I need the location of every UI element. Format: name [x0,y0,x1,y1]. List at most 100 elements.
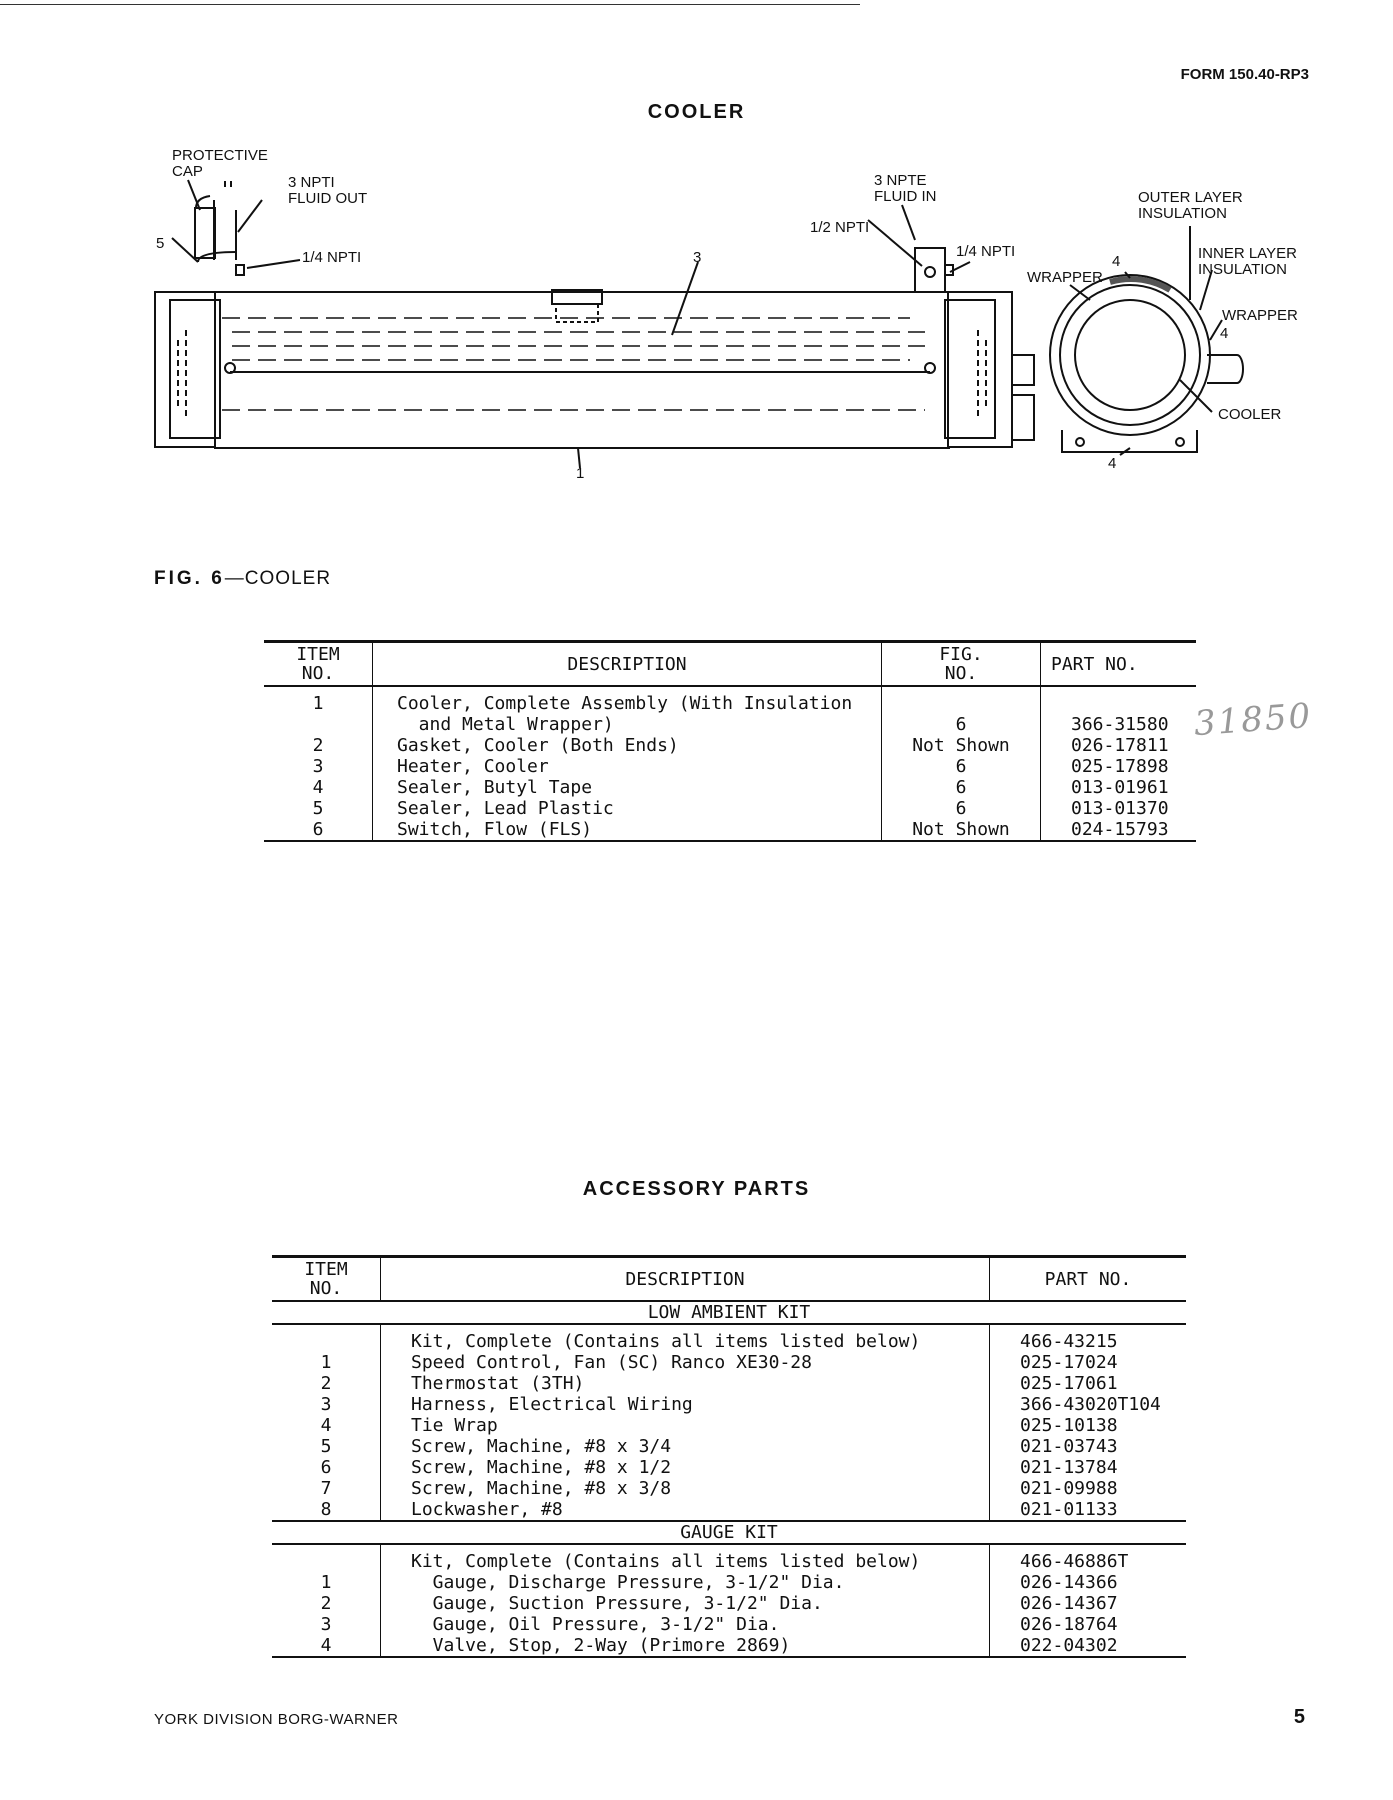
item-number: 1 [272,1352,381,1373]
part-description: Thermostat (3TH) [380,1373,990,1394]
table-row: Kit, Complete (Contains all items listed… [272,1544,1186,1572]
item-4-bottom-label: 4 [1108,455,1117,472]
part-number: 025-17024 [1020,1352,1118,1373]
wrapper-left-label: WRAPPER [1027,269,1103,286]
cooler-end-label: COOLER [1218,406,1282,423]
part-number: 025-17898 [1071,756,1169,777]
cooler-title: COOLER [647,101,746,123]
item-number: 2 [272,1593,381,1614]
item-number: 3 [272,1614,381,1635]
kit-name: GAUGE KIT [272,1521,1186,1545]
item-4-right-label: 4 [1220,325,1229,342]
figure-number-cell: 6 [881,777,1041,798]
part-description: Harness, Electrical Wiring [380,1394,990,1415]
item-number: 1 [272,1572,381,1593]
part-number: 366-31580 [1071,714,1169,735]
table-row: 2 Gauge, Suction Pressure, 3-1/2" Dia.02… [272,1593,1186,1614]
part-number: 026-17811 [1071,735,1169,756]
part-number: 024-15793 [1040,819,1196,842]
item-number: 5 [264,798,373,819]
accessory-title: ACCESSORY PARTS [582,1178,811,1200]
part-description: Gauge, Oil Pressure, 3-1/2" Dia. [380,1614,990,1635]
part-description: Kit, Complete (Contains all items listed… [380,1324,990,1352]
part-description: Screw, Machine, #8 x 3/4 [380,1436,990,1457]
figure-title: —COOLER [224,568,332,589]
fluid-in-label: 3 NPTE FLUID IN [874,172,937,205]
item-number: 3 [272,1394,381,1415]
part-number: 026-14367 [1020,1593,1118,1614]
item-number: 7 [272,1478,381,1499]
part-description: Heater, Cooler [372,756,882,777]
item-number: 8 [272,1499,381,1522]
col-fig-header: FIG. NO. [881,640,1041,687]
outer-insulation-label: OUTER LAYER INSULATION [1138,189,1243,222]
part-number: 466-46886T [1020,1551,1129,1572]
figure-number: FIG. 6 [154,568,225,589]
part-description: Screw, Machine, #8 x 1/2 [380,1457,990,1478]
cooler-parts-table: ITEM NO. DESCRIPTION FIG. NO. PART NO. 1… [264,640,1196,842]
item-number: 6 [272,1457,381,1478]
part-number: 022-04302 [989,1635,1186,1658]
kit-name: LOW AMBIENT KIT [272,1301,1186,1325]
kit-section-header: GAUGE KIT [272,1521,1186,1545]
figure-number-cell: Not Shown [881,735,1041,756]
accessory-parts-table: ITEM NO. DESCRIPTION PART NO. LOW AMBIEN… [272,1255,1186,1658]
figure-number-cell: 6 [881,686,1041,735]
table-row: 1 Gauge, Discharge Pressure, 3-1/2" Dia.… [272,1572,1186,1593]
part-description: Sealer, Lead Plastic [372,798,882,819]
part-description: Switch, Flow (FLS) [372,819,882,842]
npti-quarter-left-label: 1/4 NPTI [302,249,362,266]
npti-quarter-right-label: 1/4 NPTI [956,243,1016,260]
cooler-diagram: PROTECTIVE CAP 3 NPTI FLUID OUT 5 1/4 NP… [0,0,1393,500]
item-number [272,1324,381,1352]
inner-insulation-label: INNER LAYER INSULATION [1198,245,1297,278]
part-number: 366-43020T104 [1020,1394,1161,1415]
col-description-header: DESCRIPTION [372,640,882,687]
item-number: 4 [272,1635,381,1658]
page-number: 5 [1293,1706,1305,1728]
col-part-header: PART NO. [1040,640,1196,687]
item-number: 1 [264,686,373,735]
table-row: Kit, Complete (Contains all items listed… [272,1324,1186,1352]
part-description: Kit, Complete (Contains all items listed… [380,1544,990,1572]
part-number: 025-17061 [1020,1373,1118,1394]
acc-col-description-header: DESCRIPTION [380,1255,990,1302]
item-number: 4 [264,777,373,798]
part-description: Sealer, Butyl Tape [372,777,882,798]
figure-number-cell: Not Shown [881,819,1041,842]
part-number: 021-03743 [1020,1436,1118,1457]
npti-half-label: 1/2 NPTI [810,219,870,236]
item-number: 5 [272,1436,381,1457]
part-number: 021-13784 [1020,1457,1118,1478]
part-description: Gauge, Discharge Pressure, 3-1/2" Dia. [380,1572,990,1593]
handwritten-part-note: 31850 [1192,695,1314,745]
item-number: 2 [272,1373,381,1394]
item-3-label: 3 [693,249,702,266]
table-row: 3 Gauge, Oil Pressure, 3-1/2" Dia.026-18… [272,1614,1186,1635]
part-number: 013-01370 [1071,798,1169,819]
item-number [272,1544,381,1572]
part-number: 466-43215 [1020,1331,1118,1352]
part-description: Valve, Stop, 2-Way (Primore 2869) [380,1635,990,1658]
item-5-label: 5 [156,235,165,252]
form-number: FORM 150.40-RP3 [1180,66,1309,83]
part-description: Speed Control, Fan (SC) Ranco XE30-28 [380,1352,990,1373]
wrapper-right-label: WRAPPER [1222,307,1298,324]
part-description: Tie Wrap [380,1415,990,1436]
part-number: 021-01133 [989,1499,1186,1522]
part-description: Gasket, Cooler (Both Ends) [372,735,882,756]
table-row: 4 Valve, Stop, 2-Way (Primore 2869)022-0… [272,1635,1186,1658]
col-item-header: ITEM NO. [264,640,373,687]
part-number: 021-09988 [1020,1478,1118,1499]
